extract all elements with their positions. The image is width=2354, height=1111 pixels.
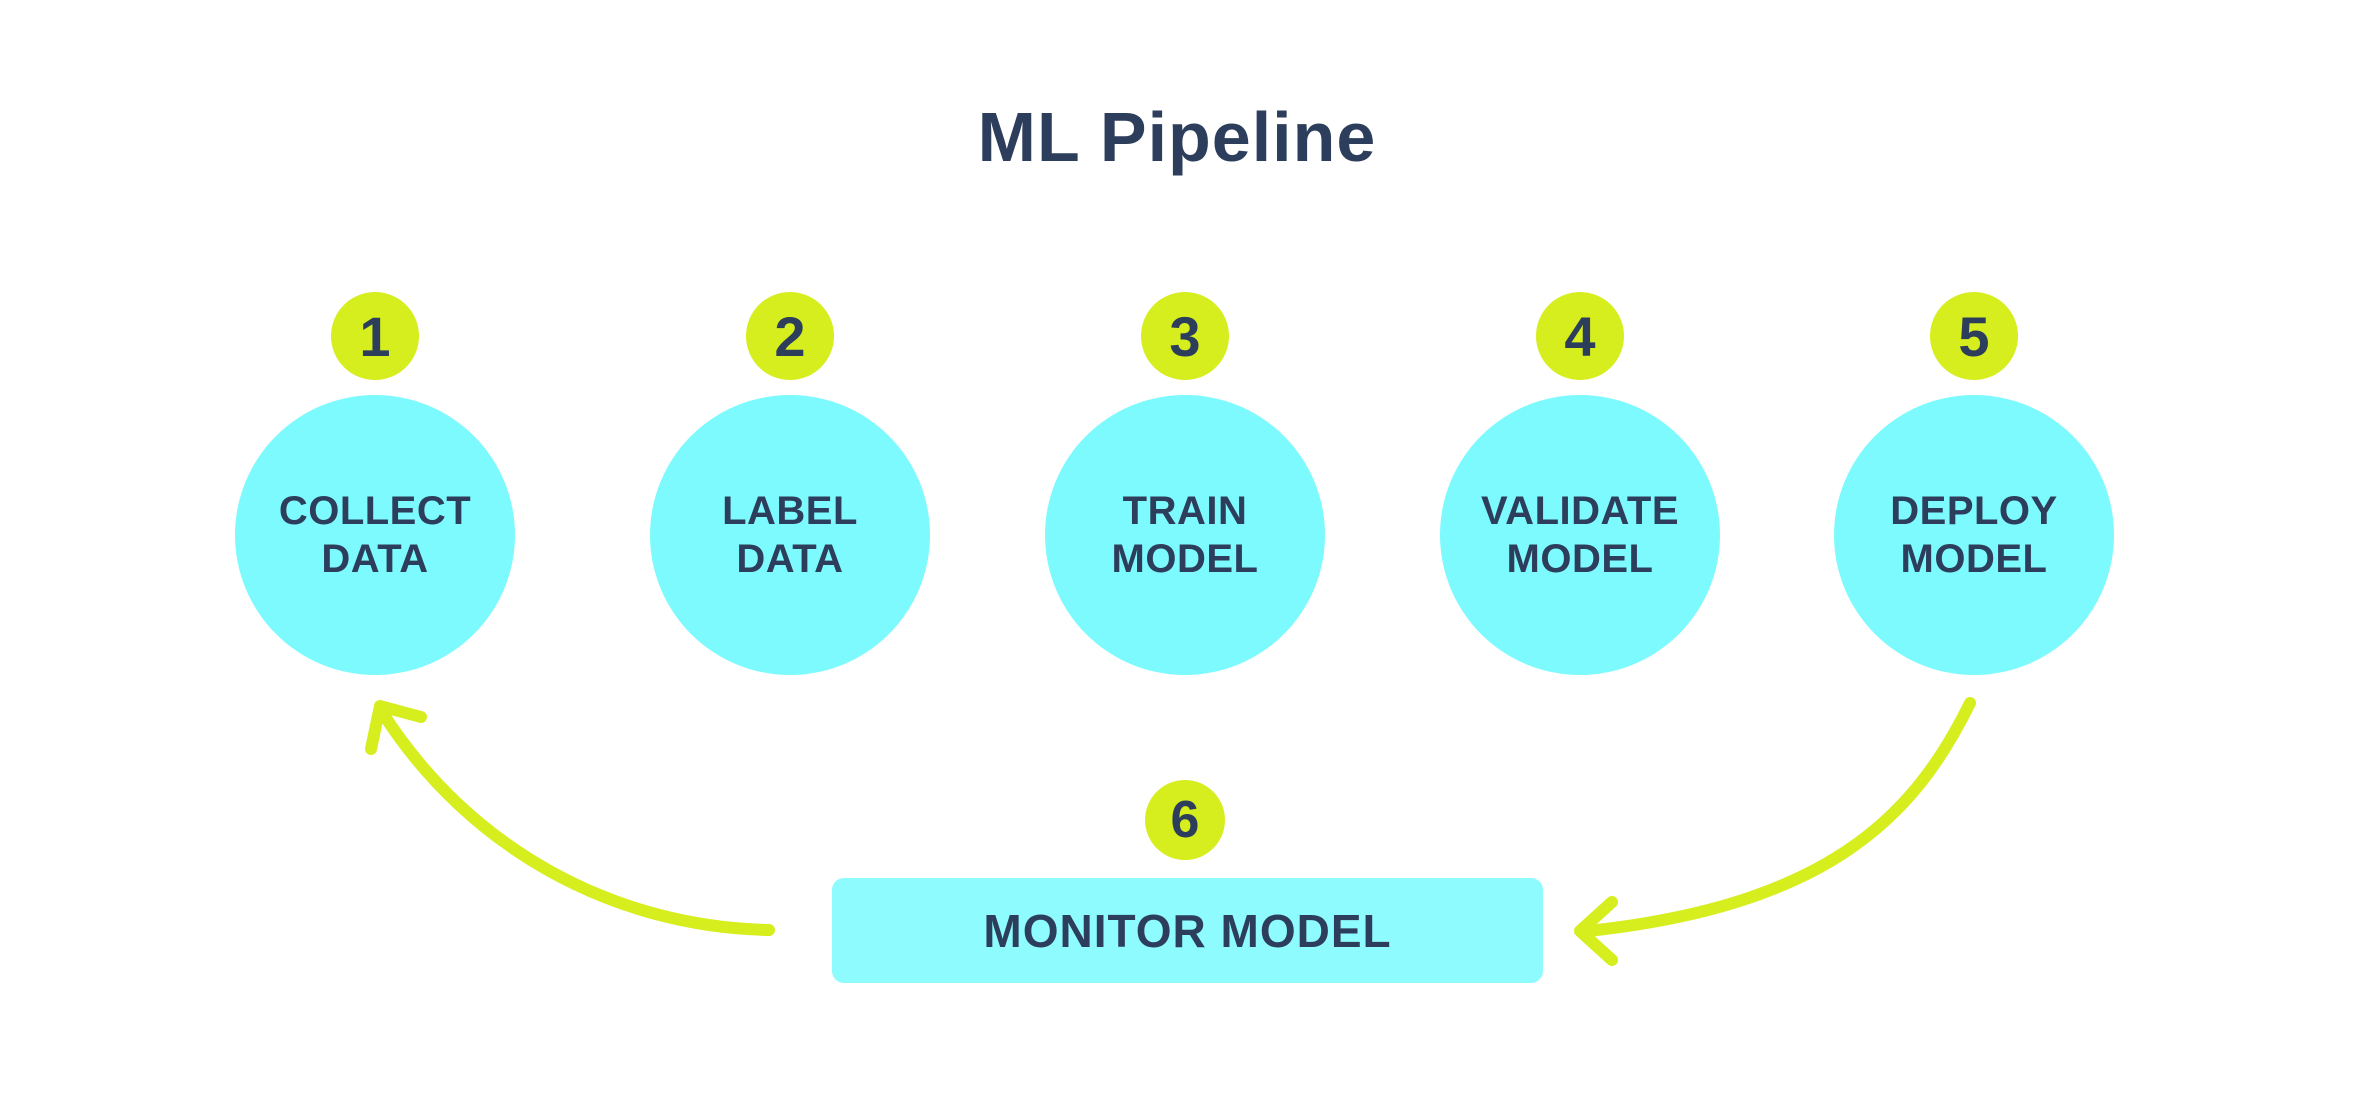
step-3-label-line2: MODEL [1111,537,1259,581]
step-4-circle-validate-model: VALIDATE MODEL [1440,395,1720,675]
step-6-label: MONITOR MODEL [983,904,1392,957]
step-5-circle-deploy-model: DEPLOY MODEL [1834,395,2114,675]
step-6-number-badge: 6 [1145,780,1225,860]
step-2-number-badge: 2 [746,292,834,380]
diagram-title: ML Pipeline [977,98,1377,176]
step-1-column: 1 COLLECT DATA [235,292,515,675]
step-2-circle-label-data: LABEL DATA [650,395,930,675]
arrow-monitor-to-collect [365,700,775,936]
arrow-monitor-to-collect-curve [376,706,775,936]
step-3-circle-train-model: TRAIN MODEL [1045,395,1325,675]
step-3-column: 3 TRAIN MODEL [1045,292,1325,675]
arrow-deploy-to-monitor-curve [1582,697,1976,937]
step-1-label-line1: COLLECT [278,489,472,533]
step-2-label: LABEL DATA [722,487,858,583]
step-4-column: 4 VALIDATE MODEL [1440,292,1720,675]
step-5-number-badge: 5 [1930,292,2018,380]
step-3-label-line1: TRAIN [1122,489,1248,533]
step-5-column: 5 DEPLOY MODEL [1834,292,2114,675]
arrow-deploy-to-monitor [1574,697,1976,966]
step-1-number-badge: 1 [331,292,419,380]
step-5-label-line1: DEPLOY [1890,489,2058,533]
step-4-label-line1: VALIDATE [1480,489,1680,533]
step-4-number-badge: 4 [1536,292,1624,380]
step-6-box-monitor-model: MONITOR MODEL [832,878,1543,983]
step-2-label-line2: DATA [736,537,844,581]
step-4-label-line2: MODEL [1506,537,1654,581]
step-1-label: COLLECT DATA [279,487,471,583]
step-3-number-badge: 3 [1141,292,1229,380]
step-2-column: 2 LABEL DATA [650,292,930,675]
step-1-label-line2: DATA [321,537,429,581]
arrowhead-up-icon [365,700,427,755]
step-2-label-line1: LABEL [722,489,858,533]
arrowhead-left-icon [1574,896,1618,966]
step-5-label-line2: MODEL [1900,537,2048,581]
step-1-circle-collect-data: COLLECT DATA [235,395,515,675]
step-3-label: TRAIN MODEL [1112,487,1259,583]
step-4-label: VALIDATE MODEL [1481,487,1679,583]
step-5-label: DEPLOY MODEL [1890,487,2057,583]
